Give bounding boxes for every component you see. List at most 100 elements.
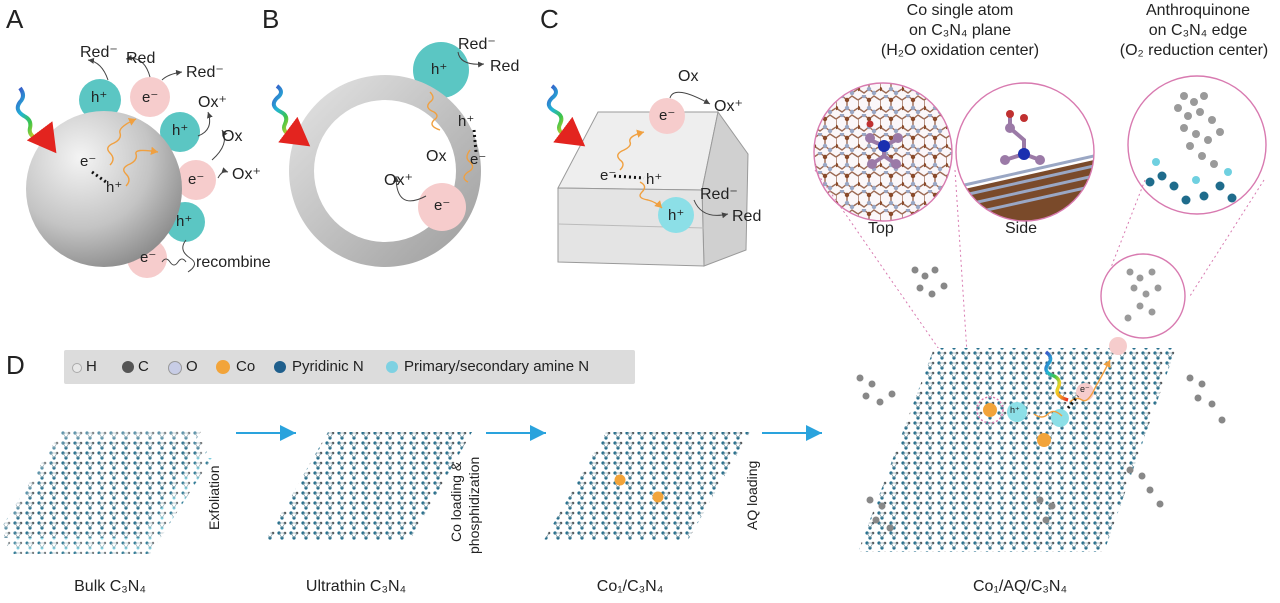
caption-ultrathin: Ultrathin C₃N₄ bbox=[305, 578, 407, 595]
zoom-guide-lines bbox=[814, 169, 1265, 369]
zoom-circle-side bbox=[955, 82, 1095, 222]
zoom-insets bbox=[813, 75, 1267, 369]
label-ox: Ox bbox=[426, 148, 447, 165]
label-electron: e⁻ bbox=[188, 171, 205, 188]
pyridinic-n-icon bbox=[274, 361, 286, 373]
sheet-co1-aq bbox=[856, 266, 1226, 552]
electron-path bbox=[123, 146, 159, 187]
label-red-minus: Red⁻ bbox=[80, 44, 118, 61]
legend-amine: Primary/secondary amine N bbox=[404, 358, 590, 375]
label-electron: e⁻ bbox=[659, 107, 676, 124]
label-hole: h⁺ bbox=[458, 113, 475, 130]
label-red-minus: Red⁻ bbox=[700, 186, 738, 203]
panel-b-label: B bbox=[262, 4, 280, 34]
hole-path bbox=[639, 181, 663, 209]
legend-pyridinic: Pyridinic N bbox=[292, 358, 364, 375]
zoom-source-circle bbox=[1100, 253, 1186, 339]
reaction-arrow bbox=[393, 175, 427, 202]
caption-co1-aq: Co₁/AQ/C₃N₄ bbox=[972, 578, 1067, 595]
aq-title-line-3: (O₂ reduction center) bbox=[1119, 42, 1269, 59]
hole-bubble bbox=[1051, 409, 1069, 427]
bulk-particle bbox=[26, 111, 182, 267]
label-ox: Ox bbox=[222, 128, 243, 145]
electron-path bbox=[463, 149, 474, 183]
light-wave bbox=[15, 86, 57, 154]
label-red-minus: Red⁻ bbox=[186, 64, 224, 81]
panel-c-label: C bbox=[540, 4, 559, 34]
hole-bubble bbox=[413, 42, 469, 98]
label-ox-plus: Ox⁺ bbox=[384, 172, 413, 189]
step-aq-loading: AQ loading bbox=[744, 460, 760, 530]
legend-h: H bbox=[86, 358, 97, 375]
reaction-arrow bbox=[211, 129, 228, 161]
carbon-icon bbox=[122, 361, 134, 373]
label-hole: h⁺ bbox=[1010, 405, 1020, 415]
legend-o: O bbox=[186, 358, 198, 375]
recombination-dots bbox=[472, 129, 478, 153]
step-co-loading-2: phosphidization bbox=[466, 456, 482, 554]
aq-title-line-2: on C₃N₄ edge bbox=[1148, 22, 1248, 39]
panel-c-diagram bbox=[546, 84, 749, 267]
hole-bubble bbox=[160, 112, 200, 152]
reaction-arrow bbox=[87, 57, 109, 81]
prism-top bbox=[557, 111, 719, 191]
electron-bubble bbox=[418, 183, 466, 231]
co-top-view bbox=[814, 83, 952, 221]
label-hole: h⁺ bbox=[176, 213, 193, 230]
label-hole: h⁺ bbox=[106, 179, 123, 196]
view-label-top: Top bbox=[868, 220, 894, 237]
step-co-loading-1: Co loading & bbox=[448, 461, 464, 542]
label-recombine: recombine bbox=[196, 254, 271, 271]
aq-molecule-small bbox=[1124, 268, 1162, 322]
label-electron: e⁻ bbox=[600, 167, 617, 184]
caption-bulk: Bulk C₃N₄ bbox=[74, 578, 146, 595]
atom-legend: H C O Co Pyridinic N Primary/secondary a… bbox=[64, 350, 635, 384]
co-title-line-3: (H₂O oxidation center) bbox=[880, 42, 1040, 59]
aq-title-line-1: Anthroquinone bbox=[1145, 2, 1251, 19]
electron-path bbox=[617, 129, 645, 171]
label-electron: e⁻ bbox=[80, 153, 97, 170]
reaction-arrow bbox=[161, 69, 183, 81]
co-title-line-2: on C₃N₄ plane bbox=[909, 22, 1011, 39]
cobalt-atom bbox=[1037, 433, 1051, 447]
panel-b-diagram bbox=[271, 42, 485, 267]
aq-edge-view bbox=[1128, 76, 1266, 214]
cobalt-atom bbox=[614, 474, 626, 486]
label-electron: e⁻ bbox=[470, 151, 487, 168]
caption-co1: Co₁/C₃N₄ bbox=[596, 578, 664, 595]
electron-bubble bbox=[649, 98, 685, 134]
oxygen-icon bbox=[168, 361, 182, 375]
panel-d-label: D bbox=[6, 350, 25, 380]
label-red: Red bbox=[126, 50, 156, 67]
cobalt-atom bbox=[652, 491, 664, 503]
light-wave bbox=[271, 84, 311, 147]
label-hole: h⁺ bbox=[668, 207, 685, 224]
label-electron: e⁻ bbox=[1080, 384, 1090, 394]
legend-co: Co bbox=[236, 358, 256, 375]
reaction-arrow bbox=[217, 167, 229, 179]
recombination-dots bbox=[613, 174, 645, 180]
label-ox: Ox bbox=[678, 68, 699, 85]
hole-path bbox=[427, 91, 441, 131]
light-wave bbox=[1044, 350, 1069, 402]
reaction-arrow bbox=[669, 91, 711, 105]
zoom-circle-top bbox=[813, 82, 953, 222]
sheet-ultrathin bbox=[266, 432, 472, 540]
legend-c: C bbox=[138, 358, 149, 375]
cobalt-atom bbox=[983, 403, 997, 417]
step-exfoliation: Exfoliation bbox=[206, 465, 222, 530]
light-wave bbox=[546, 84, 586, 147]
electron-path bbox=[107, 118, 137, 166]
reaction-arrow bbox=[197, 111, 213, 137]
reaction-arrow bbox=[457, 51, 485, 68]
label-electron: e⁻ bbox=[434, 197, 451, 214]
electron-path bbox=[1069, 359, 1111, 403]
panel-a-diagram bbox=[15, 54, 229, 278]
amine-n-icon bbox=[386, 361, 398, 373]
sheet-bulk bbox=[0, 430, 212, 554]
label-ox-plus: Ox⁺ bbox=[714, 98, 743, 115]
hydrogen-icon bbox=[72, 363, 82, 373]
co-title-line-1: Co single atom bbox=[906, 2, 1014, 19]
label-ox-plus: Ox⁺ bbox=[232, 166, 261, 183]
